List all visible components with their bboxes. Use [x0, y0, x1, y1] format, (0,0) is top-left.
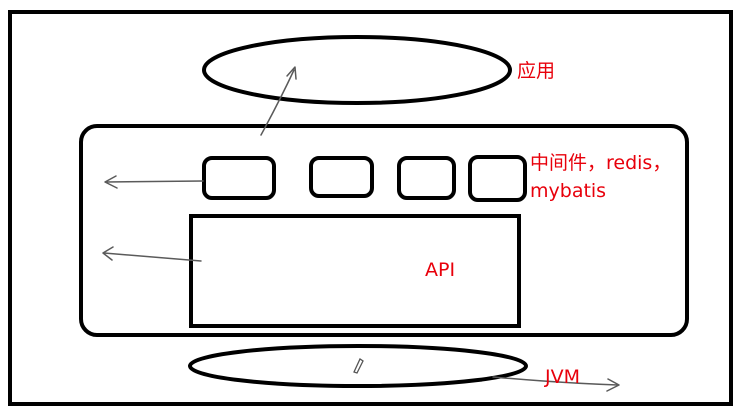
pencil-icon	[353, 358, 364, 374]
middleware-box-1	[202, 156, 276, 200]
label-api: API	[425, 259, 455, 281]
application-ellipse	[202, 35, 512, 105]
arrow-up-to-application	[260, 66, 297, 136]
arrow-left-from-api	[102, 246, 202, 262]
middleware-box-3	[397, 156, 456, 200]
container-box	[79, 124, 689, 337]
arrow-right-from-jvm	[492, 376, 620, 392]
middleware-box-4	[468, 155, 527, 202]
label-jvm: JVM	[544, 366, 580, 388]
api-box	[189, 214, 521, 328]
jvm-ellipse	[188, 344, 528, 388]
arrow-left-from-middleware	[104, 175, 204, 189]
label-application: 应用	[517, 60, 555, 82]
label-middleware-line2: mybatis	[530, 180, 606, 202]
middleware-box-2	[309, 156, 374, 198]
label-middleware-line1: 中间件，redis，	[530, 152, 671, 174]
outer-frame	[8, 10, 733, 406]
